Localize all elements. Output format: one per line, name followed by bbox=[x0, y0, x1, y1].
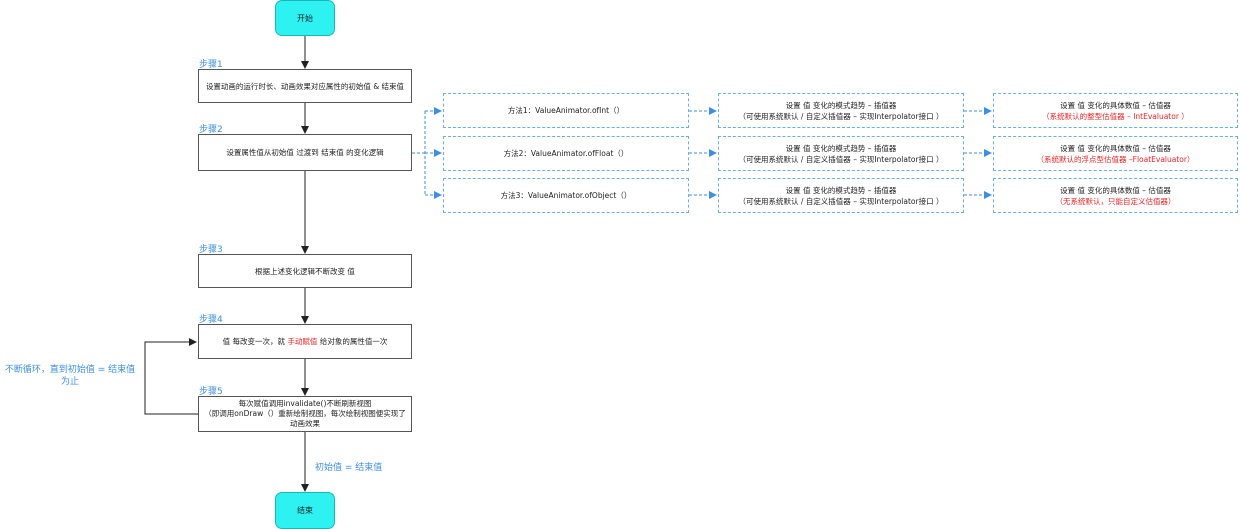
step5-line-3: 动画效果 bbox=[290, 419, 320, 428]
start-label: 开始 bbox=[297, 13, 313, 23]
evaluator2-title: 设置 值 变化的具体数值 – 估值器 bbox=[1060, 143, 1171, 153]
interpolator3-box: 设置 值 变化的模式趋势 – 插值器 （可使用系统默认 / 自定义插值器 – 实… bbox=[718, 178, 964, 213]
method2-text: 方法2：ValueAnimator.ofFloat（） bbox=[503, 149, 629, 158]
evaluator3-box: 设置 值 变化的具体数值 – 估值器 （无系统默认，只能自定义估值器） bbox=[993, 178, 1238, 213]
end-node: 结束 bbox=[275, 492, 335, 529]
step3-text: 根据上述变化逻辑不断改变 值 bbox=[255, 266, 355, 276]
step4-text-highlight: 手动赋值 bbox=[287, 337, 318, 346]
step2-text: 设置属性值从初始值 过渡到 结束值 的变化逻辑 bbox=[226, 148, 384, 157]
interpolator2-line-2: （可使用系统默认 / 自定义插值器 – 实现Interpolator接口 ） bbox=[738, 154, 944, 164]
evaluator1-box: 设置 值 变化的具体数值 – 估值器 （系统默认的整型估值器 – IntEval… bbox=[993, 93, 1238, 128]
method2-box: 方法2：ValueAnimator.ofFloat（） bbox=[443, 136, 689, 171]
step5-line-1: 每次赋值调用invalidate()不断刷新视图 bbox=[238, 399, 372, 408]
step3-label: 步骤3 bbox=[199, 245, 223, 255]
evaluator2-note: （系统默认的浮点型估值器 –FloatEvaluator） bbox=[1036, 154, 1195, 164]
step4-text-after: 给对象的属性值一次 bbox=[317, 337, 388, 346]
method3-text: 方法3：ValueAnimator.ofObject（） bbox=[500, 191, 632, 200]
interpolator1-box: 设置 值 变化的模式趋势 – 插值器 （可使用系统默认 / 自定义插值器 – 实… bbox=[718, 93, 964, 128]
evaluator1-note: （系统默认的整型估值器 – IntEvaluator ） bbox=[1042, 111, 1189, 121]
evaluator3-note: （无系统默认，只能自定义估值器） bbox=[1055, 196, 1176, 206]
end-condition-label: 初始值 = 结束值 bbox=[315, 463, 383, 473]
interpolator2-box: 设置 值 变化的模式趋势 – 插值器 （可使用系统默认 / 自定义插值器 – 实… bbox=[718, 136, 964, 171]
step3-box: 根据上述变化逻辑不断改变 值 bbox=[198, 254, 412, 288]
evaluator2-box: 设置 值 变化的具体数值 – 估值器 （系统默认的浮点型估值器 –FloatEv… bbox=[993, 136, 1238, 171]
step4-label: 步骤4 bbox=[199, 315, 223, 325]
start-node: 开始 bbox=[275, 0, 335, 36]
interpolator1-line-2: （可使用系统默认 / 自定义插值器 – 实现Interpolator接口 ） bbox=[738, 111, 944, 121]
end-label: 结束 bbox=[297, 506, 313, 515]
method1-text: 方法1：ValueAnimator.ofInt（） bbox=[507, 106, 625, 115]
step4-text-before: 值 每改变一次，就 bbox=[222, 337, 288, 346]
method1-box: 方法1：ValueAnimator.ofInt（） bbox=[443, 93, 689, 128]
step1-text: 设置动画的运行时长、动画效果对应属性的初始值 & 结束值 bbox=[205, 81, 405, 91]
step5-line-2: （即调用onDraw（）重新绘制视图，每次绘制视图便实现了 bbox=[204, 409, 406, 418]
loop-note-line-2: 为止 bbox=[60, 377, 79, 387]
interpolator3-line-2: （可使用系统默认 / 自定义插值器 – 实现Interpolator接口 ） bbox=[738, 196, 944, 206]
step1-box: 设置动画的运行时长、动画效果对应属性的初始值 & 结束值 bbox=[198, 69, 412, 103]
interpolator1-line-1: 设置 值 变化的模式趋势 – 插值器 bbox=[785, 100, 897, 110]
step4-text: 值 每改变一次，就 手动赋值 给对象的属性值一次 bbox=[223, 336, 388, 347]
step4-box: 值 每改变一次，就 手动赋值 给对象的属性值一次 bbox=[198, 324, 412, 359]
edge-loop bbox=[144, 338, 198, 415]
interpolator3-line-1: 设置 值 变化的模式趋势 – 插值器 bbox=[785, 185, 897, 195]
step5-label: 步骤5 bbox=[199, 387, 223, 397]
loop-note: 不断循环，直到初始值 = 结束值 为止 bbox=[0, 364, 140, 388]
interpolator2-line-1: 设置 值 变化的模式趋势 – 插值器 bbox=[785, 143, 897, 153]
evaluator3-title: 设置 值 变化的具体数值 – 估值器 bbox=[1060, 185, 1171, 195]
step1-label: 步骤1 bbox=[199, 60, 223, 70]
loop-note-line-1: 不断循环，直到初始值 = 结束值 bbox=[4, 365, 136, 375]
method3-box: 方法3：ValueAnimator.ofObject（） bbox=[443, 178, 689, 213]
step5-box: 每次赋值调用invalidate()不断刷新视图 （即调用onDraw（）重新绘… bbox=[198, 396, 412, 432]
step2-box: 设置属性值从初始值 过渡到 结束值 的变化逻辑 bbox=[198, 134, 412, 171]
step2-label: 步骤2 bbox=[199, 125, 223, 135]
evaluator1-title: 设置 值 变化的具体数值 – 估值器 bbox=[1060, 100, 1171, 110]
